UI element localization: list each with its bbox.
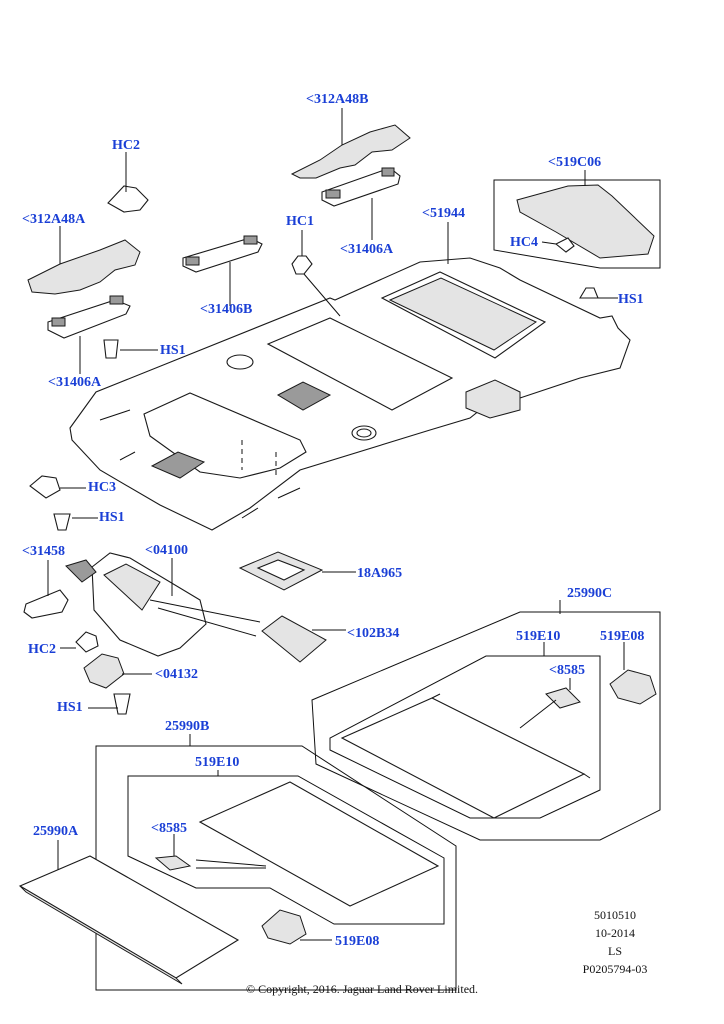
lamp-519E08-right[interactable]	[609, 669, 657, 705]
label-HC1[interactable]: HC1	[286, 214, 314, 229]
label-HS1-left[interactable]: HS1	[160, 343, 186, 358]
meta-info: 5010510 10-2014 LS P0205794-03	[570, 906, 660, 978]
grab-handle-31406A-top[interactable]	[321, 167, 401, 207]
meta-line-1: 5010510	[594, 908, 636, 922]
sun-visor-04100[interactable]	[65, 552, 207, 657]
label-31406A-left[interactable]: <31406A	[48, 375, 102, 390]
label-519E08-left[interactable]: 519E08	[335, 934, 380, 949]
clip-HC1[interactable]	[291, 255, 313, 275]
clip-HC4[interactable]	[554, 237, 575, 253]
label-HC4[interactable]: HC4	[510, 235, 538, 250]
label-312A48B[interactable]: <312A48B	[306, 92, 369, 107]
label-25990B[interactable]: 25990B	[165, 719, 210, 734]
label-04132[interactable]: <04132	[155, 667, 198, 682]
kit-frame-25990C	[311, 611, 661, 841]
sunblind-519E10-right[interactable]	[340, 693, 591, 819]
mirror-102B34[interactable]	[261, 615, 327, 663]
sunblind-519E10-left[interactable]	[198, 781, 440, 907]
label-HC2-top[interactable]: HC2	[112, 138, 140, 153]
clip-HC3[interactable]	[29, 475, 61, 499]
clip-HS1-right[interactable]	[579, 287, 599, 299]
label-519E10-left[interactable]: 519E10	[195, 755, 240, 770]
clip-HC2-low[interactable]	[75, 631, 99, 653]
label-8585-right[interactable]: <8585	[549, 663, 585, 678]
headliner[interactable]	[69, 257, 631, 531]
kit-frame-25990B	[95, 745, 457, 991]
clip-HC2-top[interactable]	[107, 185, 149, 213]
label-31458[interactable]: <31458	[22, 544, 65, 559]
bracket-04132[interactable]	[83, 653, 125, 689]
label-8585-left[interactable]	[154, 855, 192, 871]
meta-line-3: LS	[607, 944, 622, 958]
label-8585-left[interactable]: <8585	[151, 821, 187, 836]
label-25990C[interactable]: 25990C	[567, 586, 613, 601]
lamp-519E08-left[interactable]	[261, 909, 307, 945]
screw-HS1-low[interactable]	[113, 693, 131, 715]
label-HS1-low[interactable]: HS1	[57, 700, 83, 715]
leader-lines	[47, 108, 661, 941]
label-25990A[interactable]: 25990A	[33, 824, 79, 839]
duct-312A48A[interactable]	[27, 239, 141, 295]
screw-HS1-mid[interactable]	[53, 513, 71, 531]
kit-frame-519E10-right	[329, 655, 601, 819]
label-519E10-right[interactable]: 519E10	[516, 629, 561, 644]
grab-handle-31406B[interactable]	[182, 235, 263, 273]
meta-line-4: P0205794-03	[582, 962, 648, 976]
label-519E08-right[interactable]: 519E08	[600, 629, 645, 644]
label-04100[interactable]: <04100	[145, 543, 188, 558]
label-HC2-low[interactable]: HC2	[28, 642, 56, 657]
meta-line-2: 10-2014	[595, 926, 635, 940]
label-HC3[interactable]: HC3	[88, 480, 116, 495]
copyright-text: © Copyright, 2016. Jaguar Land Rover Lim…	[245, 982, 479, 996]
panel-519C06[interactable]	[516, 184, 655, 259]
kit-frame-519E10-left	[127, 775, 445, 925]
grab-handle-31406A-left[interactable]	[47, 295, 131, 339]
label-31406B[interactable]: <31406B	[200, 302, 253, 317]
screw-HS1-left[interactable]	[103, 339, 119, 359]
clip-31458[interactable]	[23, 589, 69, 619]
label-102B34[interactable]: <102B34	[347, 626, 400, 641]
label-18A965[interactable]: 18A965	[357, 566, 403, 581]
label-HS1-mid[interactable]: HS1	[99, 510, 125, 525]
label-HS1-right[interactable]: HS1	[618, 292, 644, 307]
sunblind-25990A[interactable]	[18, 855, 240, 985]
label-31406A-top[interactable]: <31406A	[340, 242, 394, 257]
plate-18A965[interactable]	[238, 551, 324, 591]
label-519C06[interactable]: <519C06	[548, 155, 602, 170]
label-8585-right[interactable]	[545, 687, 581, 709]
label-51944[interactable]: <51944	[422, 206, 465, 221]
label-312A48A[interactable]: <312A48A	[22, 212, 86, 227]
